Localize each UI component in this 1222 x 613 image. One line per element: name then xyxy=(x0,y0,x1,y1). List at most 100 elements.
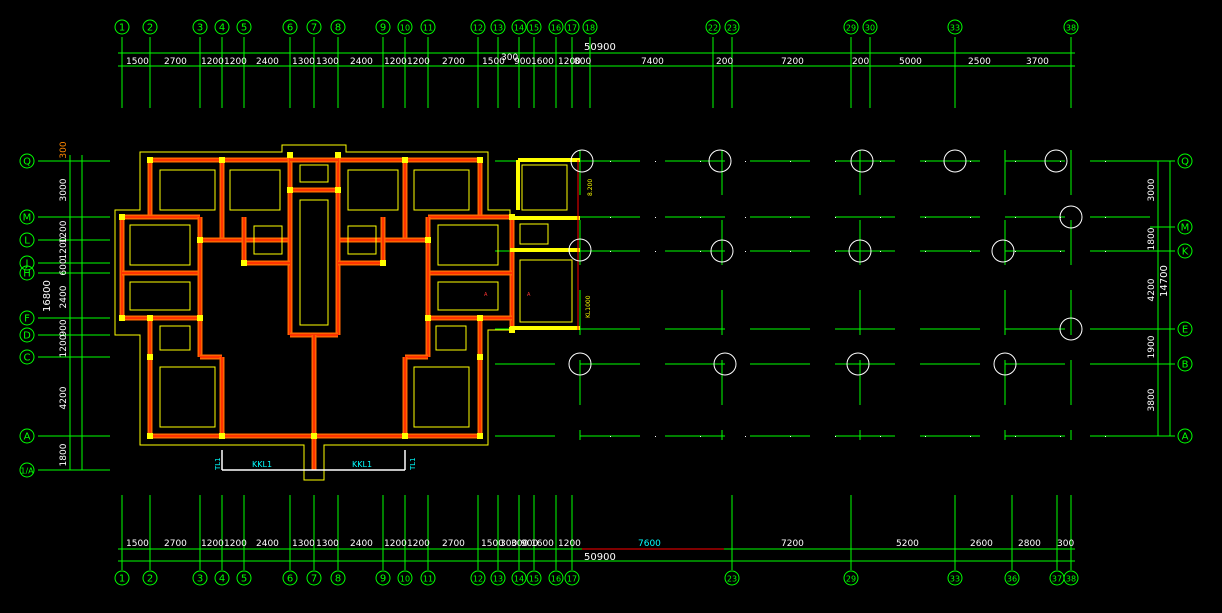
axis-bubble-right-label: A xyxy=(1182,432,1189,443)
dim-text-right: 1900 xyxy=(1147,335,1157,358)
axis-bubble-right-circle xyxy=(1177,428,1193,444)
axis-bubble-top-label: 12 xyxy=(473,24,483,33)
column-circle xyxy=(850,149,874,173)
axis-bubble-top-circle xyxy=(306,19,322,35)
axis-grid-lines xyxy=(38,37,1175,570)
room-outline xyxy=(299,164,329,183)
dim-text-top: 1200 xyxy=(201,57,224,67)
grid-dot xyxy=(1105,217,1106,218)
dim-text-left: 2400 xyxy=(59,285,69,308)
axis-bubble-bottom-label: 33 xyxy=(950,575,960,584)
room-outline xyxy=(347,169,399,211)
axis-bubble-top-circle xyxy=(490,19,506,35)
axis-bubble-top-label: 23 xyxy=(727,24,737,33)
marker-right: A xyxy=(527,292,531,298)
column-square xyxy=(197,237,203,243)
column-circles xyxy=(568,149,1106,437)
axis-bubble-bottom-circle xyxy=(114,570,130,586)
axis-bubble-left-label: 1/A xyxy=(20,467,34,476)
beam-label-right: KKL1 xyxy=(352,460,372,469)
axis-bubble-left-label: J xyxy=(25,259,29,270)
dim-text-right: 1800 xyxy=(1147,227,1157,250)
room-outline xyxy=(519,259,573,323)
axis-bubble-bottom-circle xyxy=(490,570,506,586)
axis-bubble-left-label: Q xyxy=(23,157,31,168)
axis-bubble-right-circle xyxy=(1177,321,1193,337)
column-square xyxy=(311,433,317,439)
axis-bubble-right-label: K xyxy=(1182,247,1189,258)
axis-bubble-left-circle xyxy=(19,310,35,326)
axis-bubble-top-circle xyxy=(397,19,413,35)
room-outline xyxy=(437,281,499,311)
dim-text-top: 2400 xyxy=(256,57,279,67)
dim-text-right: 3800 xyxy=(1147,388,1157,411)
dim-text-bottom: 7600 xyxy=(638,539,661,549)
dim-text-top: 1300 xyxy=(292,57,315,67)
axis-bubble-right-label: M xyxy=(1181,223,1190,234)
dim-text-top: 1200 xyxy=(407,57,430,67)
axis-bubble-top-circle xyxy=(526,19,542,35)
column-circle xyxy=(713,352,737,376)
axis-bubble-bottom-label: 2 xyxy=(147,574,153,585)
axis-bubble-bottom-circle xyxy=(843,570,859,586)
column-square xyxy=(147,157,153,163)
axis-bubble-top-label: 9 xyxy=(380,23,386,34)
grid-dot xyxy=(1105,436,1106,437)
dim-text-right: 4200 xyxy=(1147,278,1157,301)
grid-dot xyxy=(970,161,971,162)
axis-bubble-bottom-label: 3 xyxy=(197,574,203,585)
axis-bubble-top-label: 16 xyxy=(551,24,561,33)
axis-bubble-top-label: 8 xyxy=(335,23,341,34)
grid-dot xyxy=(1105,251,1106,252)
axis-bubble-bottom-circle xyxy=(548,570,564,586)
column-square xyxy=(147,433,153,439)
room-outline xyxy=(413,169,470,211)
axis-bubble-bottom-label: 38 xyxy=(1066,575,1076,584)
axis-bubble-top-circle xyxy=(582,19,598,35)
room-outline xyxy=(519,223,549,245)
dim-text-top: 1200 xyxy=(224,57,247,67)
axis-bubble-top-label: 5 xyxy=(241,23,247,34)
axis-bubble-left-circle xyxy=(19,232,35,248)
axis-bubble-bottom-circle xyxy=(192,570,208,586)
dim-text-top: 1300 xyxy=(316,57,339,67)
column-square xyxy=(477,433,483,439)
grid-dot xyxy=(700,436,701,437)
dim-text-left: 4200 xyxy=(59,386,69,409)
dim-text-left: 3000 xyxy=(59,178,69,201)
dim-text-bottom: 1300 xyxy=(316,539,339,549)
grid-dot xyxy=(835,436,836,437)
grid-dot xyxy=(970,436,971,437)
axis-bubble-bottom-label: 23 xyxy=(727,575,737,584)
grid-dot xyxy=(880,436,881,437)
axis-bubble-top-circle xyxy=(375,19,391,35)
dim-text-top: 2700 xyxy=(164,57,187,67)
axis-bubble-top-label: 30 xyxy=(865,24,875,33)
grid-dot xyxy=(790,217,791,218)
room-outline xyxy=(521,164,568,211)
axis-bubble-left-circle xyxy=(19,265,35,281)
grid-dot xyxy=(880,217,881,218)
dim-text-left: 1200 xyxy=(59,334,69,357)
axis-bubble-bottom-label: 10 xyxy=(400,575,410,584)
column-square xyxy=(147,354,153,360)
room-outline xyxy=(159,169,216,211)
dim-text-bottom: 2800 xyxy=(1018,539,1041,549)
column-circle xyxy=(1059,317,1083,341)
axis-bubble-top-label: 29 xyxy=(846,24,856,33)
grid-dot xyxy=(610,436,611,437)
grid-dot xyxy=(1060,436,1061,437)
axis-bubble-bottom-circle xyxy=(1063,570,1079,586)
dim-text-bottom: 300 xyxy=(511,539,528,549)
marker-left: A xyxy=(484,292,488,298)
axis-bubble-left-label: D xyxy=(23,331,31,342)
axis-bubble-top-label: 1 xyxy=(119,23,125,34)
column-square xyxy=(197,315,203,321)
column-tag-right: TL1 xyxy=(409,457,417,471)
axis-bubble-top-circle xyxy=(236,19,252,35)
axis-bubble-bottom-circle xyxy=(397,570,413,586)
room-outline xyxy=(129,224,191,266)
axis-bubble-bottom-circle xyxy=(330,570,346,586)
dim-text-bottom: 2700 xyxy=(164,539,187,549)
dim-text-top: 200 xyxy=(852,57,869,67)
